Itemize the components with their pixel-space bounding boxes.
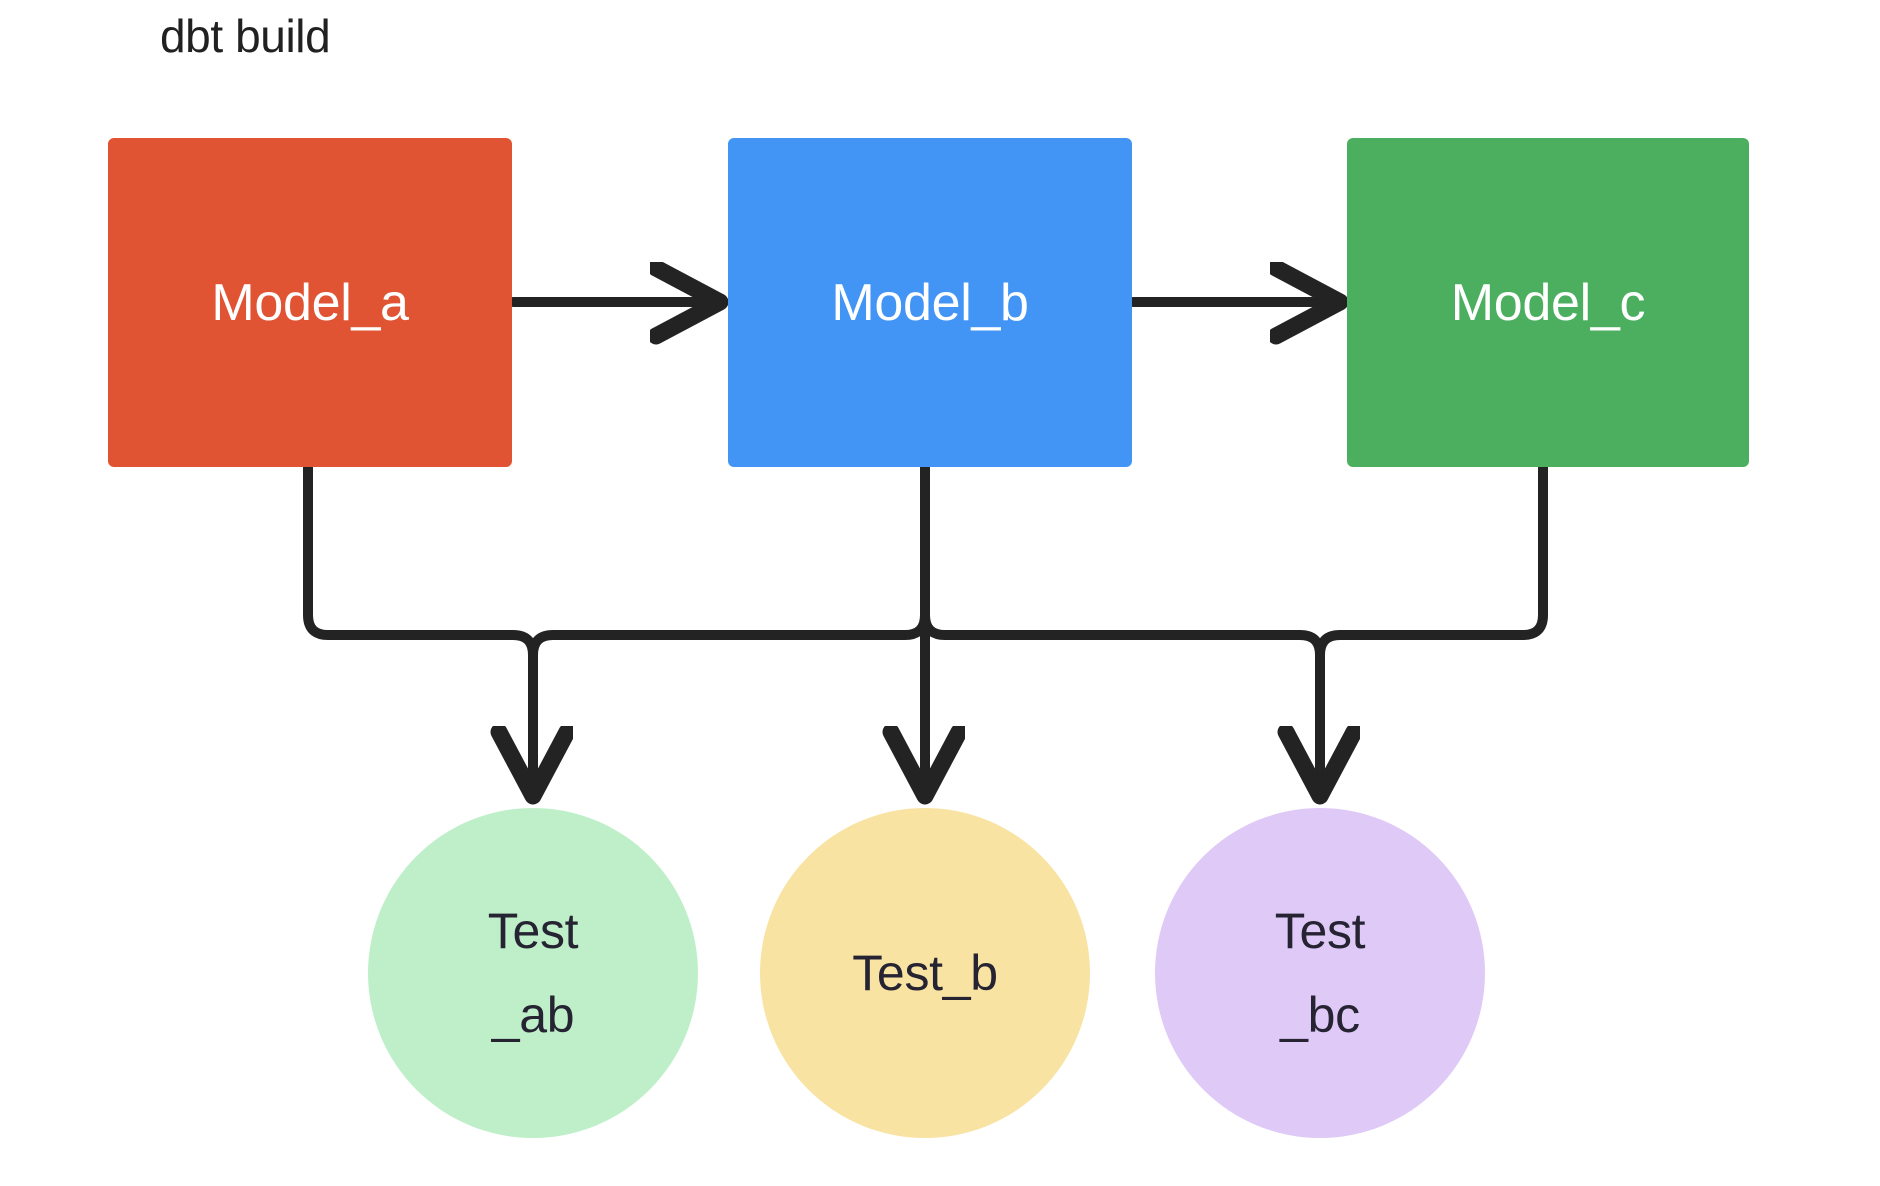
node-test-bc-label-line2: _bc: [1280, 987, 1360, 1043]
node-model-a-label: Model_a: [211, 273, 409, 332]
node-test-b-label-line1: Test_b: [852, 945, 998, 1001]
node-test-bc-label-line1: Test: [1274, 903, 1366, 959]
edge-model-a-to-test-ab: [303, 462, 533, 790]
node-test-ab[interactable]: Test _ab: [368, 808, 698, 1138]
node-model-b-label: Model_b: [831, 273, 1029, 332]
node-model-c-label: Model_c: [1450, 273, 1646, 332]
node-model-a[interactable]: Model_a: [108, 138, 512, 467]
node-test-bc[interactable]: Test _bc: [1155, 808, 1485, 1138]
node-test-b[interactable]: Test_b: [760, 808, 1090, 1138]
edge-model-b-to-test-ab: [528, 462, 930, 660]
node-model-c[interactable]: Model_c: [1347, 138, 1749, 467]
node-test-ab-label-line2: _ab: [491, 987, 575, 1043]
node-model-b[interactable]: Model_b: [728, 138, 1132, 467]
edge-model-b-to-test-bc: [920, 462, 1320, 790]
edge-model-c-to-test-bc: [1315, 462, 1548, 660]
diagram-title: dbt build: [160, 10, 331, 62]
node-test-ab-label-line1: Test: [487, 903, 579, 959]
